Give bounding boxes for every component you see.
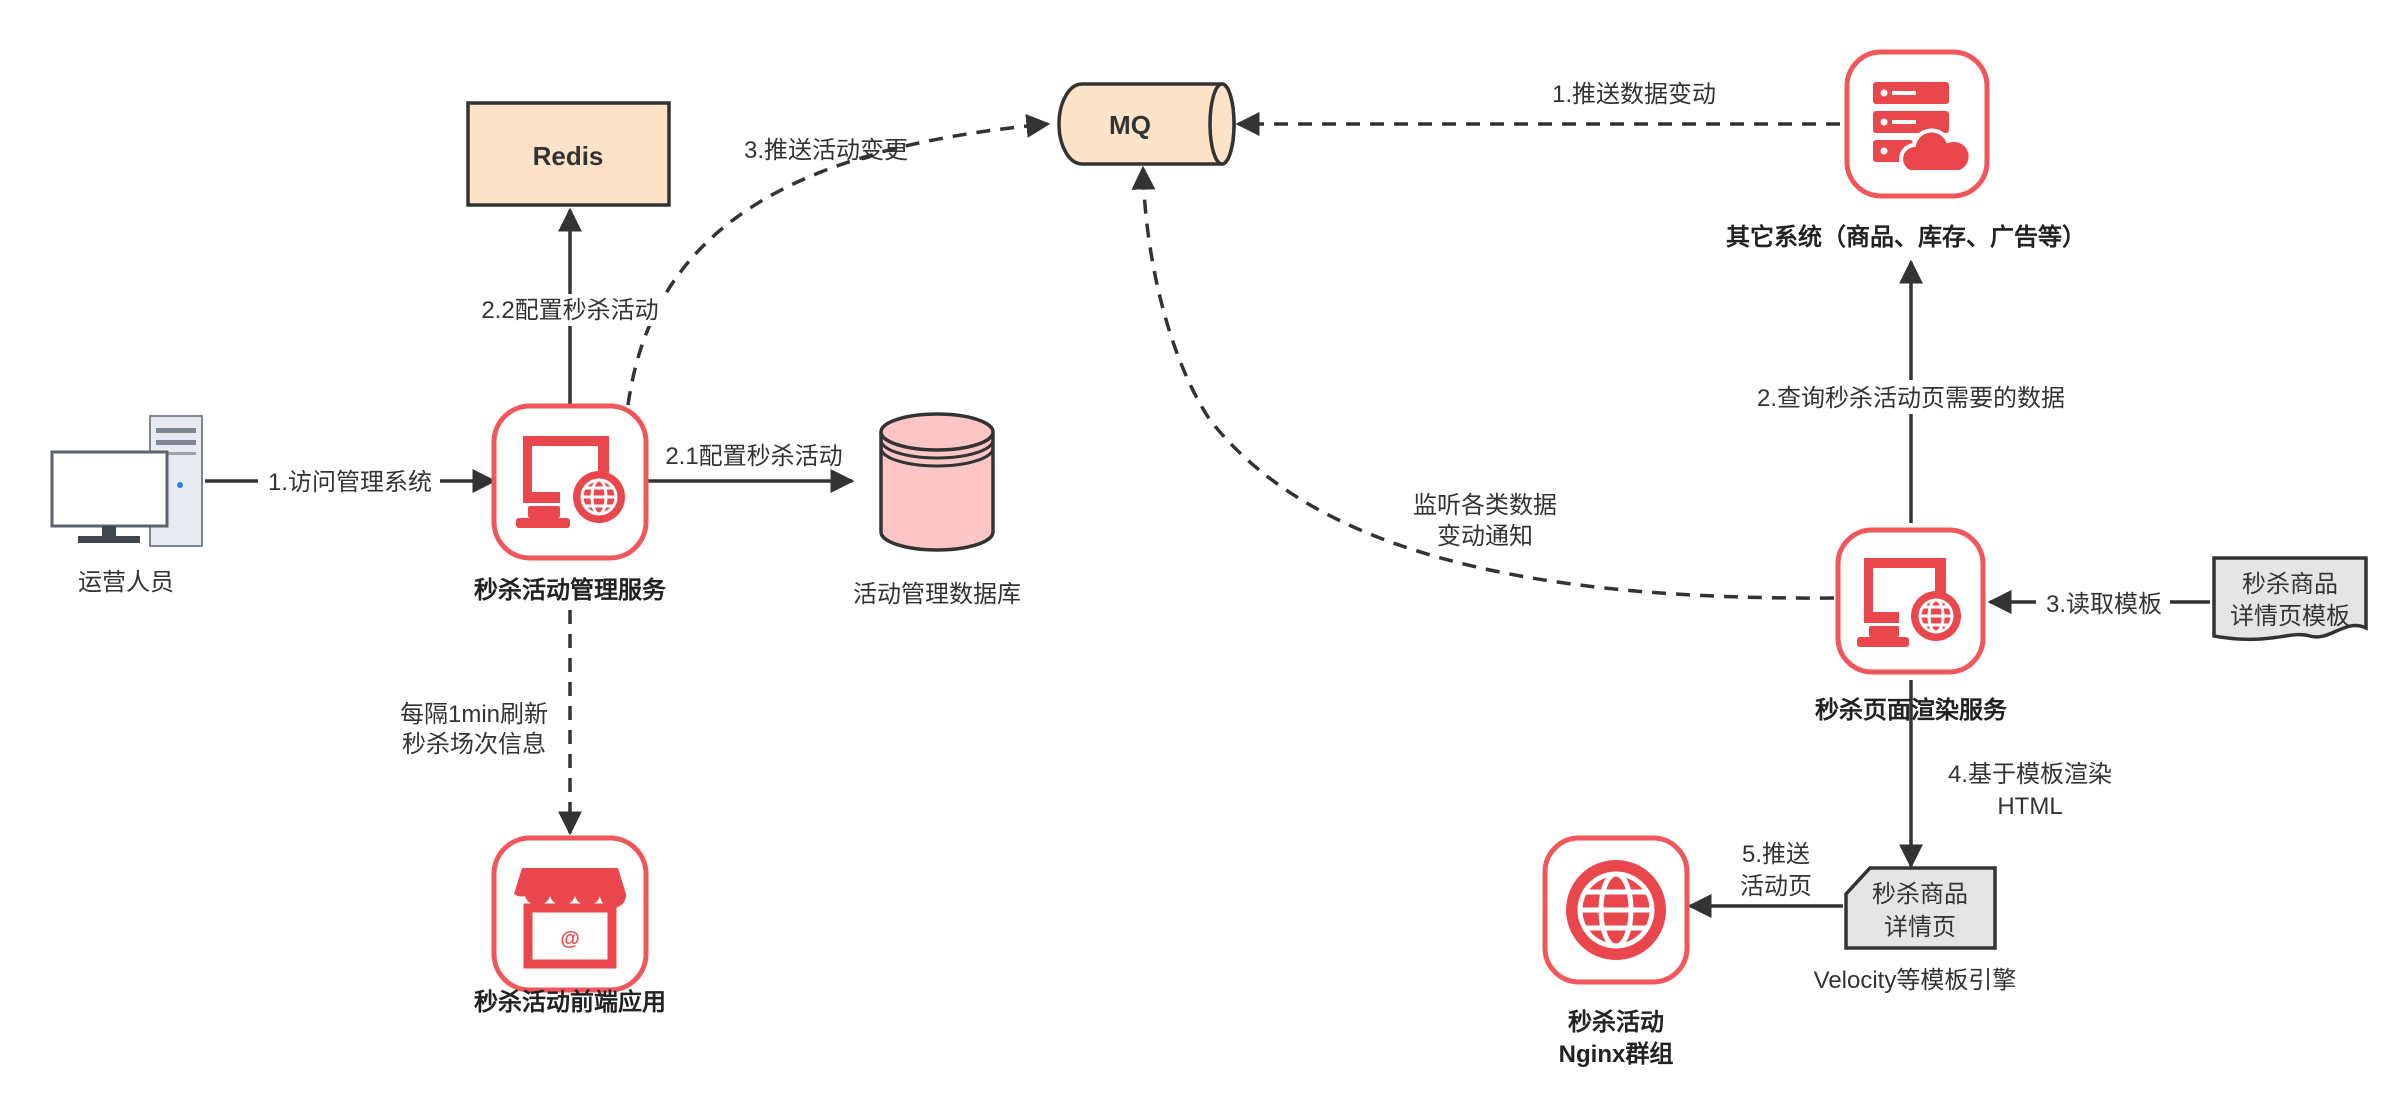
edge-label-listen-line2: 变动通知 [1437,523,1533,550]
redis-node[interactable]: Redis [466,101,671,207]
mq-label: MQ [1109,110,1151,140]
edge-label-render-line1: 4.基于模板渲染 [1948,761,2112,788]
svg-text:@: @ [560,928,580,950]
activity-db-node[interactable]: 活动管理数据库 [853,412,1021,608]
admin-service-label: 秒杀活动管理服务 [474,576,667,604]
edge-label-push-activity-change: 3.推送活动变更 [744,137,908,164]
edge-label-refresh-line1: 每隔1min刷新 [400,701,548,728]
admin-service-node[interactable]: 秒杀活动管理服务 [474,403,667,604]
render-service-node[interactable]: 秒杀页面渲染服务 [1815,527,2008,724]
edge-label-config-redis: 2.2配置秒杀活动 [481,297,658,324]
frontend-app-label: 秒杀活动前端应用 [474,988,666,1016]
template-engine-label: Velocity等模板引擎 [1814,967,2017,994]
template-doc-node[interactable]: 秒杀商品 详情页模板 [2212,556,2368,642]
activity-db-label: 活动管理数据库 [853,581,1021,608]
edge-label-read-template: 3.读取模板 [2046,591,2162,618]
nginx-line1: 秒杀活动 [1568,1008,1664,1036]
detail-page-line1: 秒杀商品 [1872,881,1968,908]
other-systems-label: 其它系统（商品、库存、广告等） [1726,223,2086,251]
edge-labels: 1.访问管理系统 2.2配置秒杀活动 2.1配置秒杀活动 3.推送活动变更 每隔… [258,76,2170,900]
edge-push-activity-change [626,113,1051,406]
redis-label: Redis [533,141,604,171]
edge-label-push-page-line1: 5.推送 [1742,841,1810,868]
nginx-node[interactable]: 秒杀活动 Nginx群组 [1542,835,1690,1068]
server-cloud-icon [1873,82,1973,174]
desktop-computer-icon [50,415,203,547]
edge-label-refresh-line2: 秒杀场次信息 [402,731,546,758]
edge-label-access-admin: 1.访问管理系统 [268,469,432,496]
storefront-icon: @ [514,868,627,969]
other-systems-node[interactable]: 其它系统（商品、库存、广告等） [1726,49,2086,251]
monitor-globe-icon [516,436,625,528]
nginx-line2: Nginx群组 [1559,1041,1674,1068]
monitor-globe-icon [1857,558,1961,647]
frontend-app-node[interactable]: @ 秒杀活动前端应用 [474,835,666,1016]
operator-node[interactable]: 运营人员 [50,415,203,596]
edge-label-push-page-line2: 活动页 [1740,873,1812,900]
globe-icon [1566,860,1666,960]
edge-label-config-db: 2.1配置秒杀活动 [665,443,842,470]
edge-label-query-data: 2.查询秒杀活动页需要的数据 [1757,385,2065,412]
render-service-label: 秒杀页面渲染服务 [1815,696,2008,724]
detail-page-node[interactable]: 秒杀商品 详情页 Velocity等模板引擎 [1814,866,2017,994]
edge-label-listen-line1: 监听各类数据 [1413,492,1557,519]
detail-page-line2: 详情页 [1884,914,1956,941]
edge-listen [1131,165,1835,600]
edge-label-push-data-change: 1.推送数据变动 [1552,81,1716,108]
database-icon [879,412,995,552]
template-doc-line1: 秒杀商品 [2242,571,2338,598]
template-doc-line2: 详情页模板 [2230,603,2350,630]
edge-label-render-line2: HTML [1997,793,2062,820]
mq-node[interactable]: MQ [1057,82,1236,166]
operator-label: 运营人员 [78,569,174,596]
